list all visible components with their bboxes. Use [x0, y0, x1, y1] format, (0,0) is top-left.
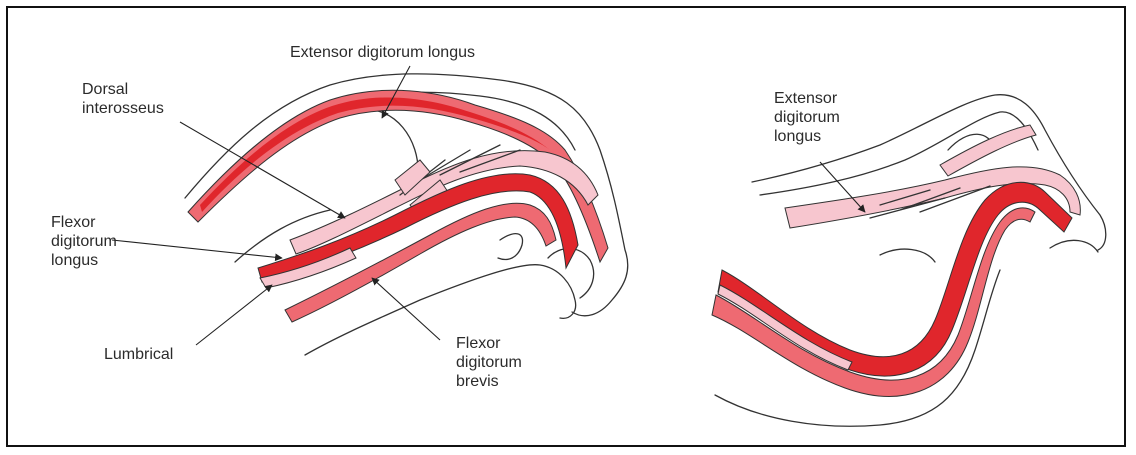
label-lumbrical: Lumbrical [104, 345, 173, 364]
label-extensor-digitorum-longus-right: Extensor digitorum longus [774, 89, 840, 146]
left-toe-illustration [185, 74, 628, 355]
left-plantar-pad [498, 234, 523, 260]
leader-flexor-brevis [372, 278, 440, 340]
right-distal-pad [1050, 240, 1098, 252]
right-toe-illustration [712, 95, 1106, 427]
label-text: interosseus [82, 99, 164, 118]
label-text: brevis [456, 372, 522, 391]
label-text: Lumbrical [104, 345, 173, 364]
label-flexor-digitorum-longus: Flexor digitorum longus [51, 213, 117, 270]
label-text: digitorum [51, 232, 117, 251]
label-text: longus [51, 251, 117, 270]
label-dorsal-interosseus: Dorsal interosseus [82, 80, 164, 118]
label-text: Dorsal [82, 80, 164, 99]
label-text: Flexor [456, 334, 522, 353]
label-flexor-digitorum-brevis: Flexor digitorum brevis [456, 334, 522, 391]
label-extensor-digitorum-longus-left: Extensor digitorum longus [290, 43, 475, 62]
label-text: longus [774, 127, 840, 146]
label-text: Flexor [51, 213, 117, 232]
right-plantar-pad [880, 249, 935, 262]
label-text: digitorum [456, 353, 522, 372]
leader-flexor-longus [112, 240, 282, 258]
label-text: Extensor [774, 89, 840, 108]
label-text: digitorum [774, 108, 840, 127]
label-text: Extensor digitorum longus [290, 43, 475, 62]
leader-lumbrical [196, 285, 272, 345]
